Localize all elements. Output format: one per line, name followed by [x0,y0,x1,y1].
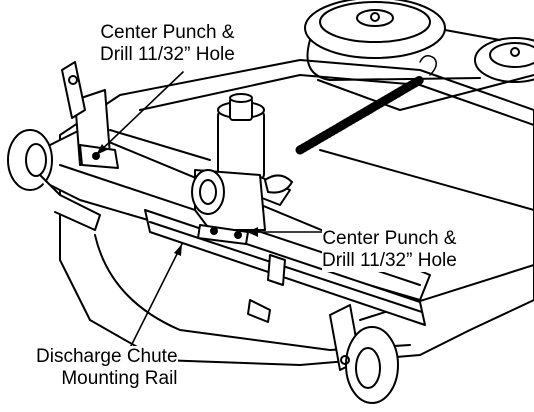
deck-skirt-front [94,234,411,351]
callout-right-drill-hole: Center Punch & Drill 11/32” Hole [322,228,457,272]
pulley-right [474,37,534,83]
mounting-rail-inner [149,221,423,313]
belt-idler-arm [317,74,534,111]
arrowhead-right [247,227,258,237]
callout-top-line2: Drill 11/32” Hole [100,44,235,65]
pulley-left [304,0,446,59]
callout-bottom-line2: Mounting Rail [61,368,178,389]
rod [109,129,211,161]
arrowhead-bottom [174,244,182,256]
extension-spring [295,55,437,155]
callout-right-line1: Center Punch & [322,228,457,249]
arrowhead-top [96,144,107,155]
handle-knob [264,174,293,194]
left-wheel [7,129,101,231]
leader-bottom [129,243,183,349]
actuator-bracket [191,169,266,245]
drive-belt [306,29,501,81]
left-bracket [61,61,119,169]
leader-top [95,71,184,156]
rod-2 [247,299,271,323]
leader-lines [95,71,323,349]
deck-right-panel [319,149,534,301]
rail-tab [267,254,286,286]
leader-arrowheads [96,144,258,256]
callout-discharge-chute-rail: Discharge Chute Mounting Rail [36,346,178,390]
callout-top-drill-hole: Center Punch & Drill 11/32” Hole [100,22,235,66]
callout-right-line2: Drill 11/32” Hole [322,250,457,271]
right-wheel [329,304,399,404]
callout-top-line1: Center Punch & [100,22,235,43]
callout-bottom-line1: Discharge Chute [36,346,178,367]
